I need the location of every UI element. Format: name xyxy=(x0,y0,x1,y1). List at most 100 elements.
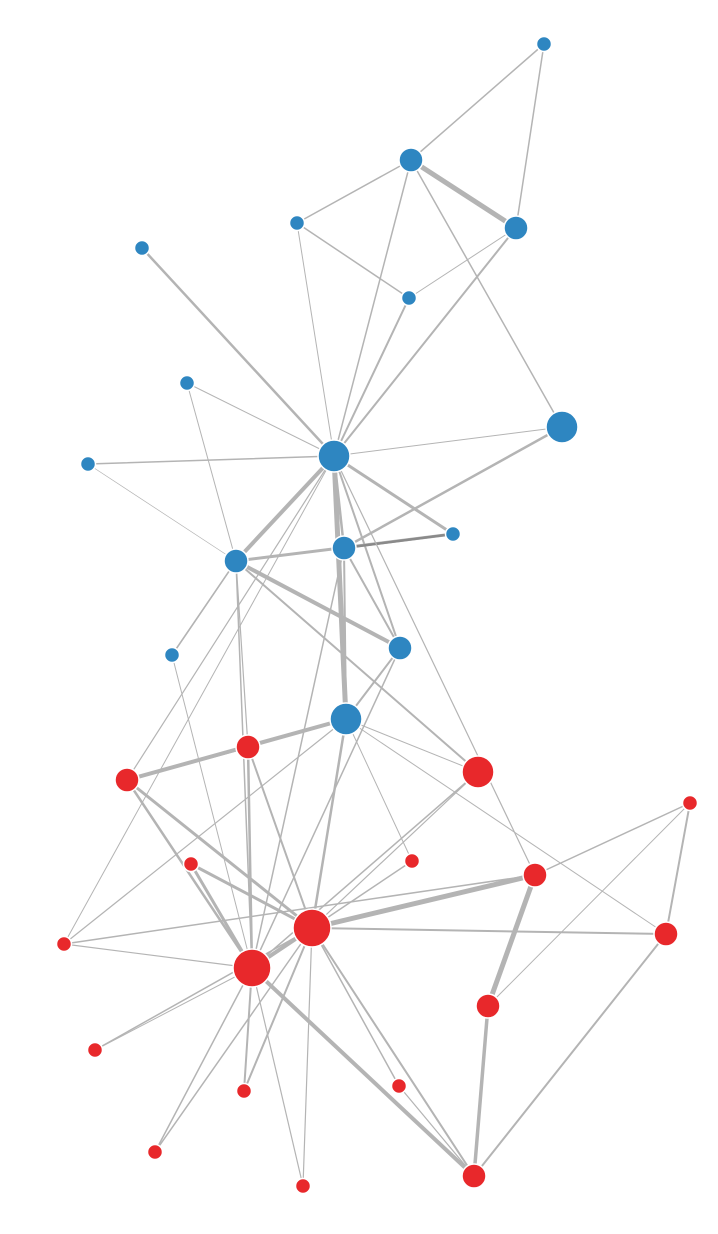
edge-r12-r15 xyxy=(472,1004,490,1178)
edge-b16-r10 xyxy=(310,717,348,930)
node-r2[interactable] xyxy=(114,767,140,793)
node-b1[interactable] xyxy=(535,35,553,53)
node-r3[interactable] xyxy=(461,755,495,789)
edge-b7-b12 xyxy=(186,382,335,457)
edge-r8-r15 xyxy=(473,933,667,1177)
edge-b2-b3 xyxy=(408,157,519,231)
edge-r10-r15 xyxy=(311,927,475,1177)
edge-r11-r4 xyxy=(189,862,254,970)
edge-b14-r11 xyxy=(171,654,253,969)
edge-b6-b12 xyxy=(140,246,336,458)
edge-r11-r16 xyxy=(243,967,253,1092)
edge-r10-r16 xyxy=(243,927,313,1092)
node-r7[interactable] xyxy=(522,862,548,888)
edge-r11-r17 xyxy=(154,967,253,1153)
edge-b12-r2 xyxy=(126,455,335,781)
node-r10[interactable] xyxy=(292,908,332,948)
node-b14[interactable] xyxy=(163,646,181,664)
edge-b12-r9 xyxy=(63,455,335,945)
edge-b2-b9 xyxy=(410,159,563,428)
edge-b11-r11 xyxy=(251,547,345,969)
edge-r10-r5 xyxy=(311,860,413,929)
edge-r7-r9 xyxy=(63,874,536,945)
edge-b12-b10 xyxy=(332,454,455,536)
edge-b14-b13 xyxy=(171,560,237,656)
edge-r2-r10 xyxy=(125,778,314,930)
edge-b9-b11 xyxy=(342,425,564,550)
edge-b12-b16 xyxy=(331,453,349,722)
edge-r11-r13 xyxy=(94,967,253,1051)
node-b5[interactable] xyxy=(400,289,418,307)
edge-b3-b12 xyxy=(333,227,517,457)
edge-b8-b13 xyxy=(87,463,237,562)
edge-b12-r7 xyxy=(333,455,536,876)
edge-b16-r8 xyxy=(345,718,667,935)
edge-r10-r14 xyxy=(311,927,400,1087)
node-r9[interactable] xyxy=(55,935,73,953)
edge-r1-r2 xyxy=(125,745,250,782)
edge-r7-r6 xyxy=(534,802,691,876)
node-b12[interactable] xyxy=(317,439,351,473)
edge-r7-r12 xyxy=(485,872,538,1009)
node-b6[interactable] xyxy=(133,239,151,257)
edge-r7-r10 xyxy=(309,872,538,931)
node-r13[interactable] xyxy=(86,1041,104,1059)
node-layer xyxy=(55,35,699,1195)
node-r18[interactable] xyxy=(294,1177,312,1195)
node-b9[interactable] xyxy=(545,410,579,444)
edge-b2-b12 xyxy=(333,159,412,457)
node-b10[interactable] xyxy=(444,525,462,543)
node-r5[interactable] xyxy=(403,852,421,870)
edge-r2-r11 xyxy=(125,778,254,970)
node-r4[interactable] xyxy=(182,855,200,873)
edge-b16-r5 xyxy=(345,718,413,862)
edge-r11-r3 xyxy=(251,771,479,969)
edge-layer xyxy=(63,43,691,1187)
edge-b4-b12 xyxy=(296,222,335,457)
node-b3[interactable] xyxy=(503,215,529,241)
edge-r10-r13 xyxy=(94,927,313,1051)
node-b4[interactable] xyxy=(288,214,306,232)
edge-r8-r6 xyxy=(665,802,691,935)
edge-r11-r9 xyxy=(63,943,253,969)
edge-r8-r10 xyxy=(311,927,667,935)
edge-b5-b12 xyxy=(333,297,410,457)
edge-r10-r18 xyxy=(302,927,313,1187)
edge-b13-b15 xyxy=(234,559,402,650)
edge-b12-b13 xyxy=(234,454,336,563)
node-b13[interactable] xyxy=(223,548,249,574)
edge-r6-r12 xyxy=(487,802,691,1007)
edge-r1-r11 xyxy=(246,745,254,970)
edge-b12-b15 xyxy=(333,455,401,649)
node-r11[interactable] xyxy=(232,948,272,988)
edge-b13-r1 xyxy=(235,560,249,748)
node-b15[interactable] xyxy=(387,635,413,661)
edge-b11-b15 xyxy=(343,547,401,649)
node-b11[interactable] xyxy=(331,535,357,561)
edge-b1-b2 xyxy=(410,43,545,161)
node-r8[interactable] xyxy=(653,921,679,947)
node-r15[interactable] xyxy=(461,1163,487,1189)
edge-b7-b13 xyxy=(186,382,237,562)
node-r16[interactable] xyxy=(235,1082,253,1100)
edge-b11-b16 xyxy=(343,547,347,720)
node-r17[interactable] xyxy=(146,1143,164,1161)
edge-r10-r4 xyxy=(189,862,314,930)
node-b2[interactable] xyxy=(398,147,424,173)
node-b16[interactable] xyxy=(329,702,363,736)
edge-b16-r3 xyxy=(345,718,479,773)
node-b8[interactable] xyxy=(79,455,97,473)
node-r1[interactable] xyxy=(235,734,261,760)
edge-r10-r3 xyxy=(311,771,479,929)
edge-r1-r10 xyxy=(247,746,313,929)
node-r14[interactable] xyxy=(390,1077,408,1095)
edge-r11-r18 xyxy=(251,967,304,1187)
node-r6[interactable] xyxy=(681,794,699,812)
edge-r15-r14 xyxy=(398,1085,475,1177)
node-b7[interactable] xyxy=(178,374,196,392)
edge-r11-r15 xyxy=(250,966,476,1178)
node-r12[interactable] xyxy=(475,993,501,1019)
edge-b1-b3 xyxy=(515,43,545,229)
edge-b13-r11 xyxy=(235,560,253,969)
